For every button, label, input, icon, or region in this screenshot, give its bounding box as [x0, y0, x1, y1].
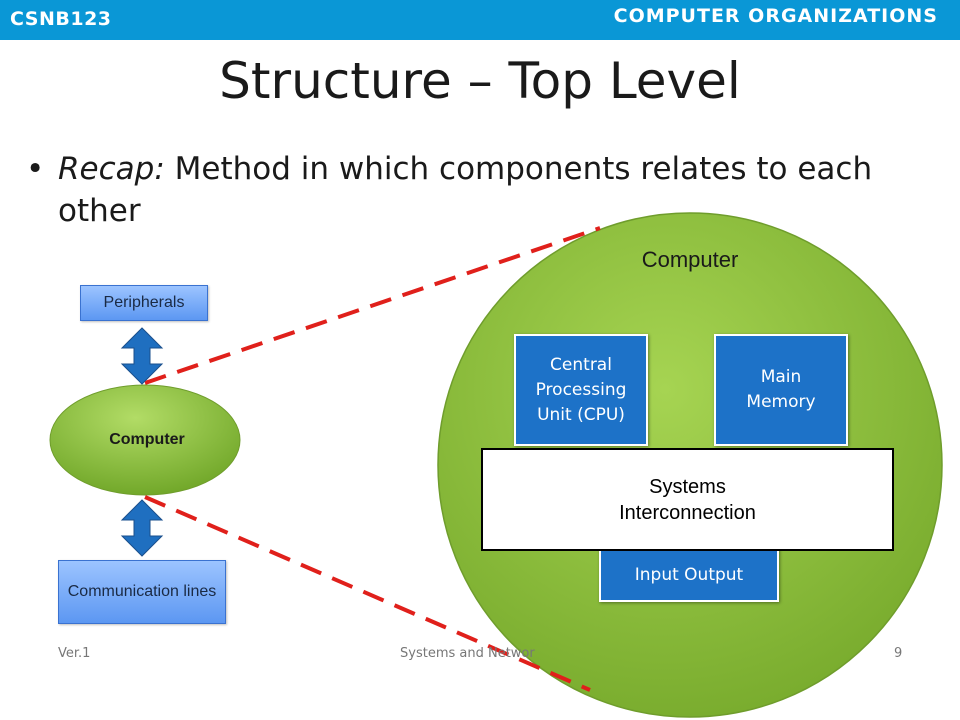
zoom-line-top	[144, 226, 601, 385]
subject-title: COMPUTER ORGANIZATIONS	[613, 5, 938, 27]
header-bar	[0, 0, 960, 40]
bullet-item: • Recap: Method in which components rela…	[26, 148, 918, 232]
double-arrow-bottom-icon	[120, 499, 164, 557]
bullet-dot-icon: •	[26, 151, 45, 187]
zoom-line-bottom	[144, 495, 591, 692]
communication-lines-box: Communication lines	[58, 560, 226, 624]
systems-interconnection-box: Systems Interconnection	[481, 448, 894, 551]
computer-node-label: Computer	[109, 431, 185, 448]
peripherals-box: Peripherals	[80, 285, 208, 321]
computer-system-label: Computer	[641, 247, 739, 272]
course-code: CSNB123	[10, 8, 112, 30]
recap-label: Recap:	[58, 151, 165, 187]
slide-title: Structure – Top Level	[219, 52, 741, 110]
main-memory-box: Main Memory	[714, 334, 848, 446]
computer-ellipse	[49, 384, 241, 496]
footer-center-text: Systems and Networ	[400, 646, 535, 661]
cpu-box: Central Processing Unit (CPU)	[514, 334, 648, 446]
footer-page-number: 9	[894, 646, 903, 661]
footer-version: Ver.1	[58, 646, 91, 661]
input-output-box: Input Output	[599, 548, 779, 602]
bullet-text: Method in which components relates to ea…	[58, 151, 873, 229]
double-arrow-top-icon	[120, 327, 164, 385]
